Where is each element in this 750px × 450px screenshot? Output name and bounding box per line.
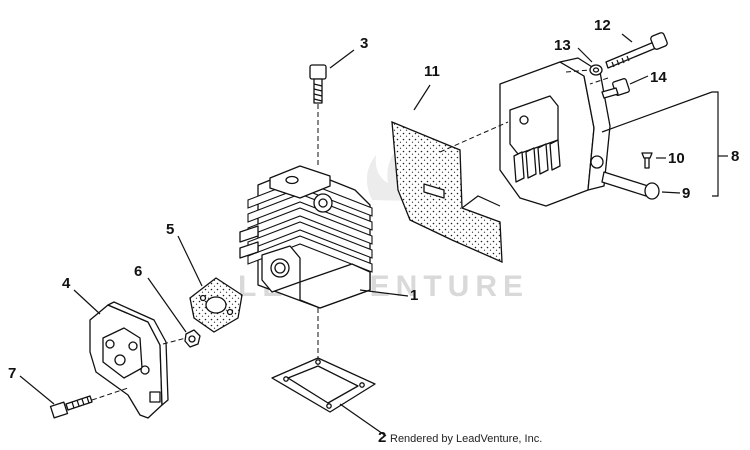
leader-lines: [19, 33, 728, 437]
callout-4: 4: [62, 275, 71, 292]
callout-13: 13: [554, 37, 571, 54]
callout-9: 9: [682, 185, 690, 202]
screw-10: [641, 152, 653, 169]
callout-6: 6: [134, 263, 142, 280]
callout-7: 7: [8, 365, 16, 382]
callout-1: 1: [410, 287, 418, 304]
callout-5: 5: [166, 221, 174, 238]
callout-2: 2: [378, 429, 386, 446]
callout-10: 10: [668, 150, 685, 167]
callout-11: 11: [424, 63, 440, 80]
screw-14: [601, 78, 630, 99]
callout-8: 8: [731, 148, 739, 165]
callout-14: 14: [650, 69, 667, 86]
bolt-7: [49, 395, 93, 419]
washer-13: [589, 64, 603, 76]
heat-shield: [391, 120, 503, 264]
cylinder: [239, 165, 373, 309]
bolt-12: [605, 32, 668, 69]
spark-arrestor: [601, 171, 660, 200]
mount-plate: [89, 301, 169, 419]
muffler: [499, 57, 611, 207]
credit-text: Rendered by LeadVenture, Inc.: [390, 433, 542, 445]
callout-3: 3: [360, 35, 368, 52]
screw-3: [309, 64, 327, 104]
base-gasket: [271, 357, 376, 413]
callout-numbers: 1 2 3 4 5 6 7 8 9 10 11 12 13 14: [8, 17, 739, 446]
nut: [184, 329, 201, 348]
callout-12: 12: [594, 17, 611, 34]
intake-gasket: [189, 277, 243, 333]
